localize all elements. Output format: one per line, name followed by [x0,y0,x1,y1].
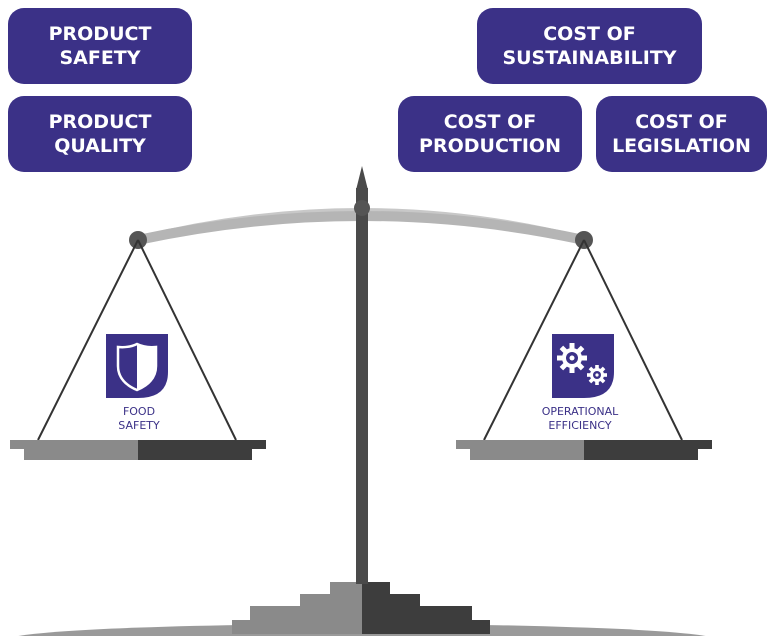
food-safety-label: FOOD SAFETY [84,405,194,433]
operational-efficiency-line1: OPERATIONAL [541,405,619,418]
cost-production-line2: PRODUCTION [419,135,561,157]
product-safety-line2: SAFETY [59,47,141,69]
left-pan [10,440,266,460]
scale-pole-tip [356,166,368,190]
cost-sustainability-line1: COST OF [543,23,636,45]
cost-sustainability-line2: SUSTAINABILITY [502,47,677,69]
scale-pole [356,188,368,584]
food-safety-line2: SAFETY [118,419,160,432]
scale-base [232,582,490,634]
right-pan [456,440,712,460]
pivot-knob [354,200,370,216]
cost-legislation-line1: COST OF [635,111,728,133]
product-safety-line1: PRODUCT [48,23,152,45]
product-quality-line1: PRODUCT [48,111,152,133]
cost-legislation-line2: LEGISLATION [612,135,751,157]
operational-efficiency-line2: EFFICIENCY [548,419,612,432]
gears-icon [552,334,614,398]
product-quality-line2: QUALITY [54,135,146,157]
shield-icon [106,334,168,398]
food-safety-line1: FOOD [122,405,156,418]
cost-production-line1: COST OF [443,111,537,133]
operational-efficiency-label: OPERATIONAL EFFICIENCY [520,405,640,433]
